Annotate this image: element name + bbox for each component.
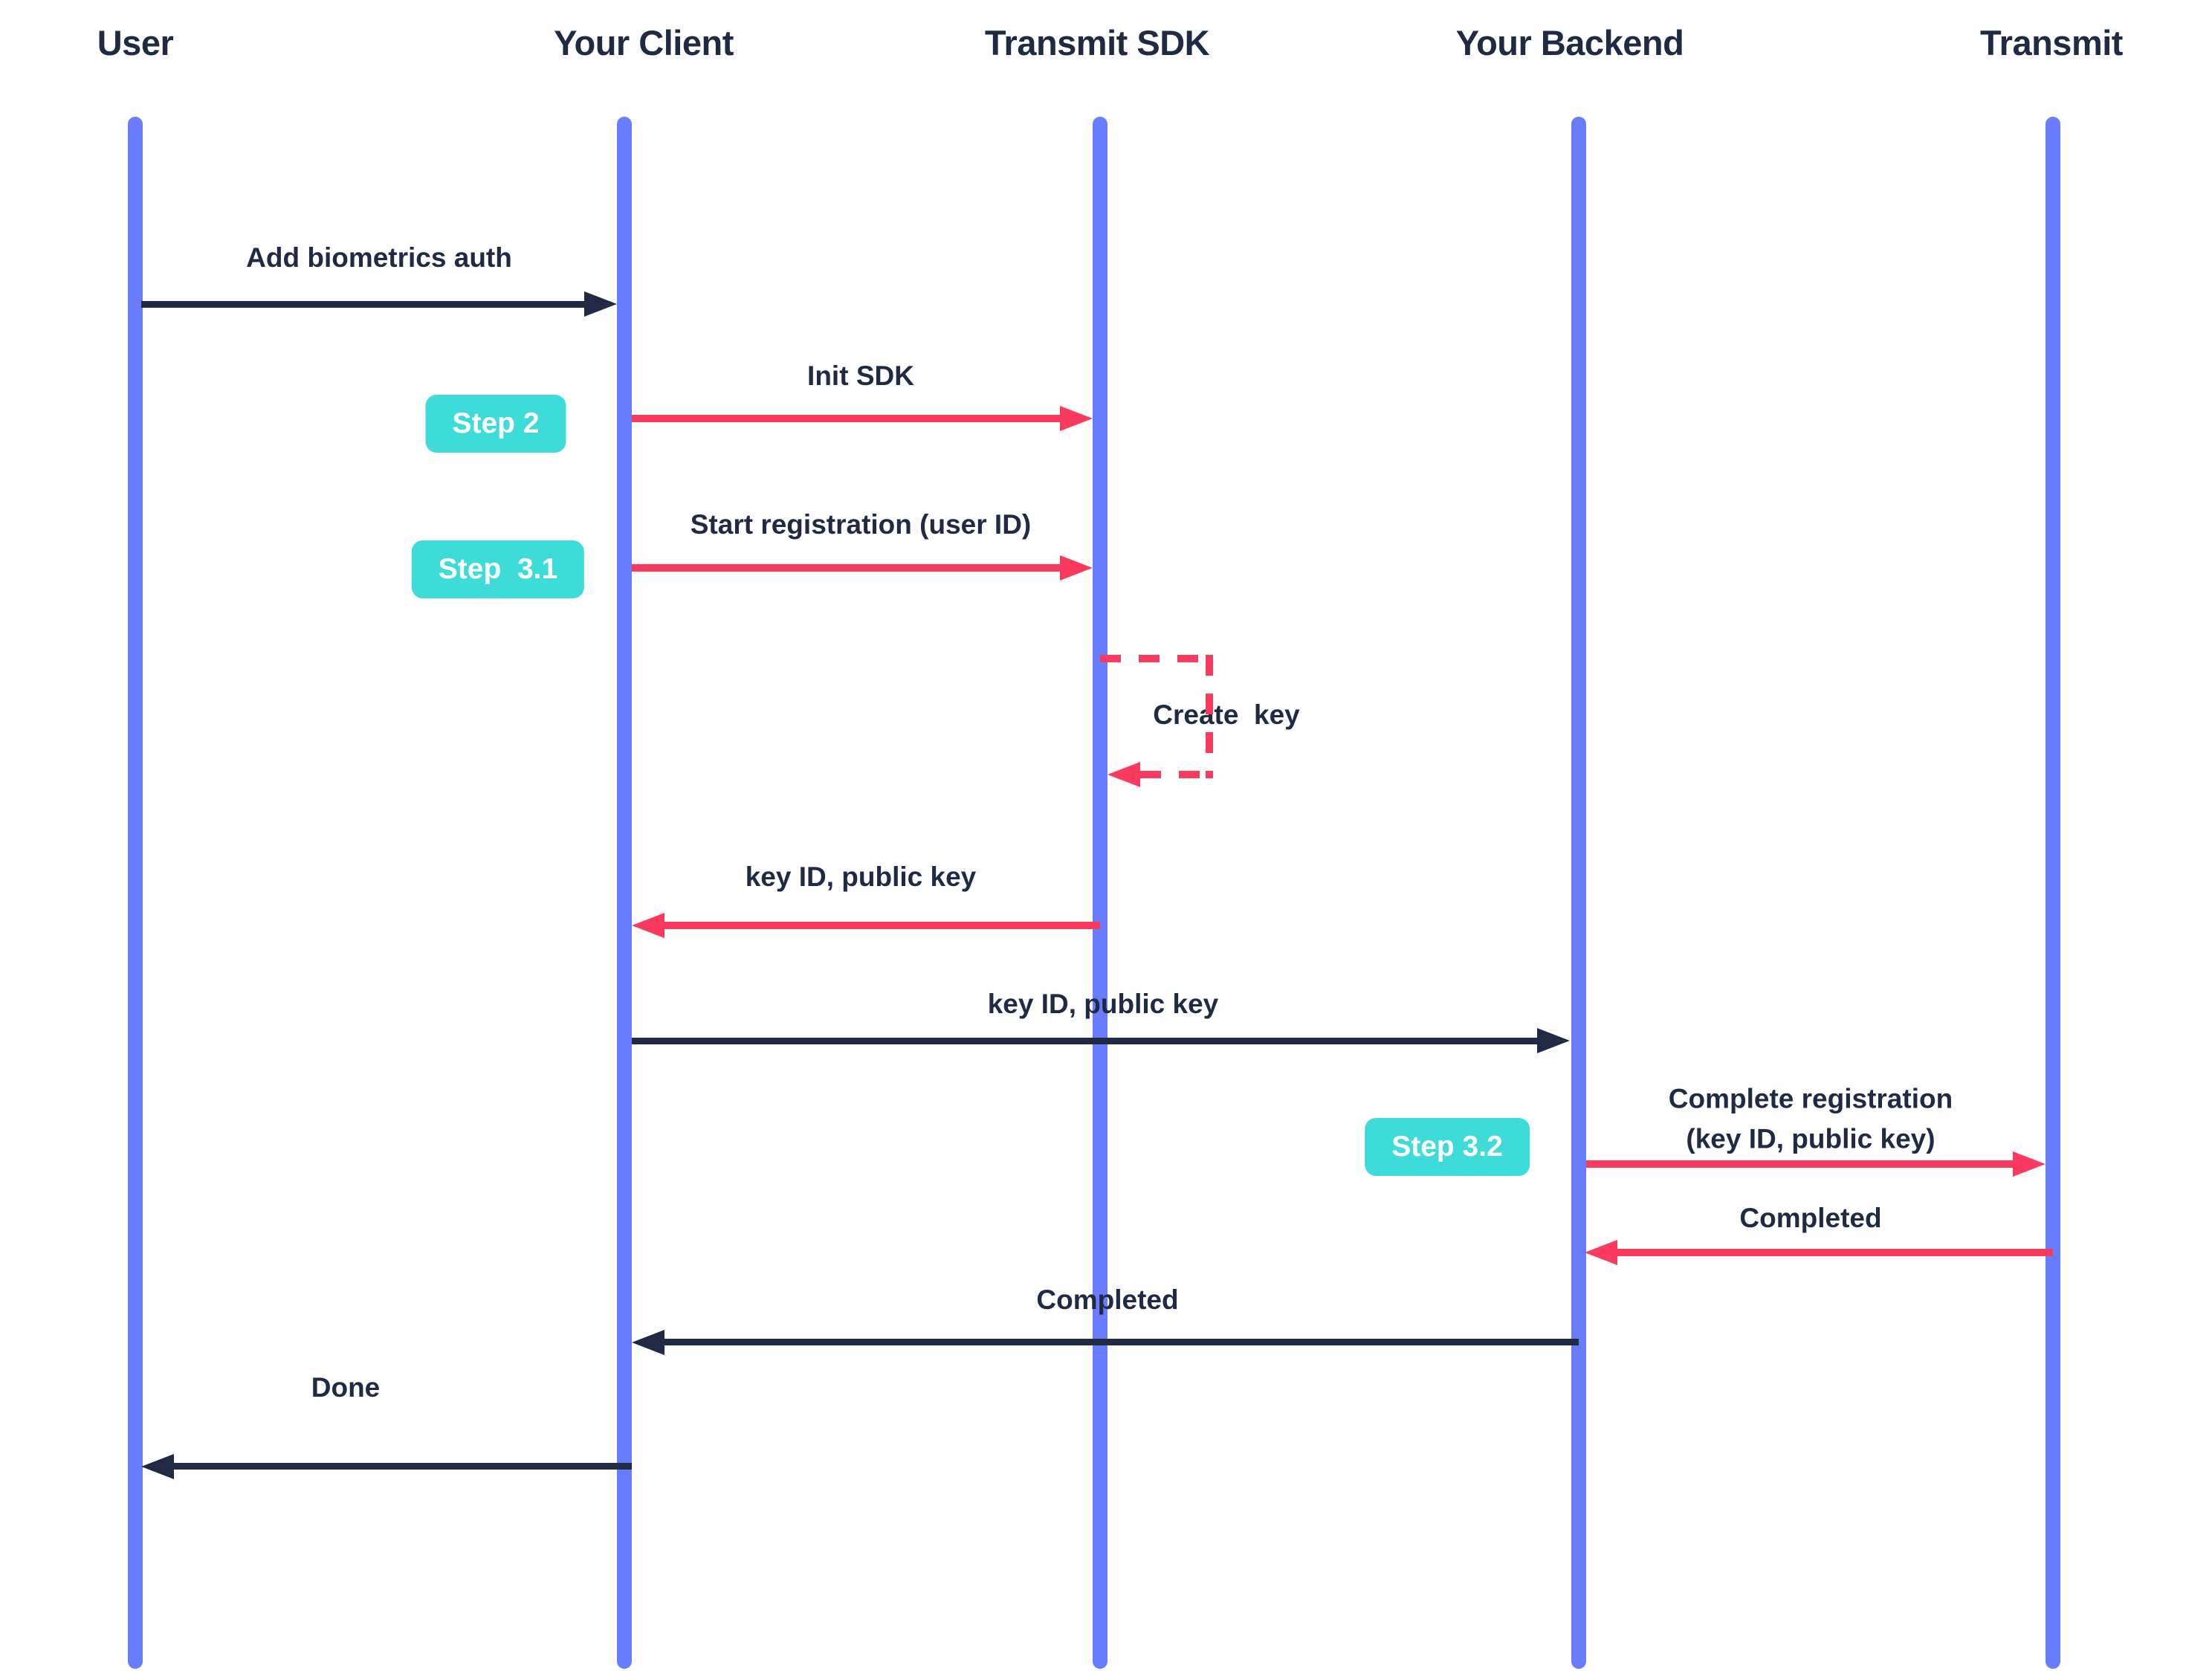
- message-arrow-start-registration: [632, 564, 1061, 572]
- arrowhead-right-icon: [1060, 555, 1093, 581]
- lifeline-transmit: [2046, 117, 2060, 1669]
- message-label-key-id-public-key-backend: key ID, public key: [987, 989, 1219, 1020]
- lifeline-your-client: [617, 117, 632, 1669]
- message-arrow-key-id-public-key-sdk: [663, 922, 1100, 929]
- message-label-completed-transmit: Completed: [1739, 1203, 1882, 1234]
- self-message-bottom-segment: [1140, 771, 1213, 778]
- self-message-top-segment: [1100, 655, 1213, 662]
- arrowhead-left-icon: [141, 1454, 174, 1479]
- actor-header-your-backend: Your Backend: [1455, 23, 1684, 62]
- arrowhead-left-icon: [632, 913, 664, 938]
- message-arrow-key-id-public-key-backend: [632, 1038, 1539, 1044]
- arrowhead-right-icon: [1537, 1028, 1570, 1053]
- actor-header-transmit-sdk: Transmit SDK: [984, 23, 1210, 62]
- message-arrow-completed-backend: [663, 1339, 1579, 1345]
- message-label-completed-backend: Completed: [1036, 1284, 1179, 1316]
- arrowhead-left-icon: [1585, 1240, 1617, 1265]
- message-label-create-key: Create key: [1153, 699, 1300, 731]
- arrowhead-right-icon: [2013, 1151, 2046, 1177]
- lifeline-transmit-sdk: [1093, 117, 1107, 1669]
- actor-header-transmit: Transmit: [1980, 23, 2123, 62]
- message-arrow-init-sdk: [632, 415, 1061, 422]
- actor-header-user: User: [97, 23, 174, 62]
- message-arrow-complete-registration: [1586, 1160, 2014, 1168]
- lifeline-user: [128, 117, 143, 1669]
- arrowhead-right-icon: [584, 291, 617, 317]
- message-label-key-id-public-key-sdk: key ID, public key: [745, 862, 977, 893]
- actor-header-your-client: Your Client: [554, 23, 734, 62]
- step-badge-3-2: Step 3.2: [1365, 1118, 1530, 1176]
- message-label-start-registration: Start registration (user ID): [690, 509, 1032, 540]
- arrowhead-left-icon: [632, 1330, 664, 1355]
- message-label-done: Done: [311, 1372, 381, 1403]
- message-label-init-sdk: Init SDK: [807, 361, 914, 392]
- self-message-right-segment: [1206, 655, 1213, 778]
- step-badge-3-1: Step 3.1: [411, 540, 585, 598]
- arrowhead-right-icon: [1060, 406, 1093, 431]
- step-badge-2: Step 2: [425, 395, 566, 453]
- lifeline-your-backend: [1571, 117, 1586, 1669]
- message-arrow-add-biometrics-auth: [141, 301, 586, 308]
- message-label-add-biometrics-auth: Add biometrics auth: [246, 242, 512, 274]
- message-label-complete-registration: Complete registration (key ID, public ke…: [1668, 1083, 1953, 1154]
- arrowhead-left-icon: [1107, 762, 1140, 787]
- message-arrow-completed-transmit: [1616, 1249, 2053, 1256]
- message-arrow-done: [172, 1463, 632, 1470]
